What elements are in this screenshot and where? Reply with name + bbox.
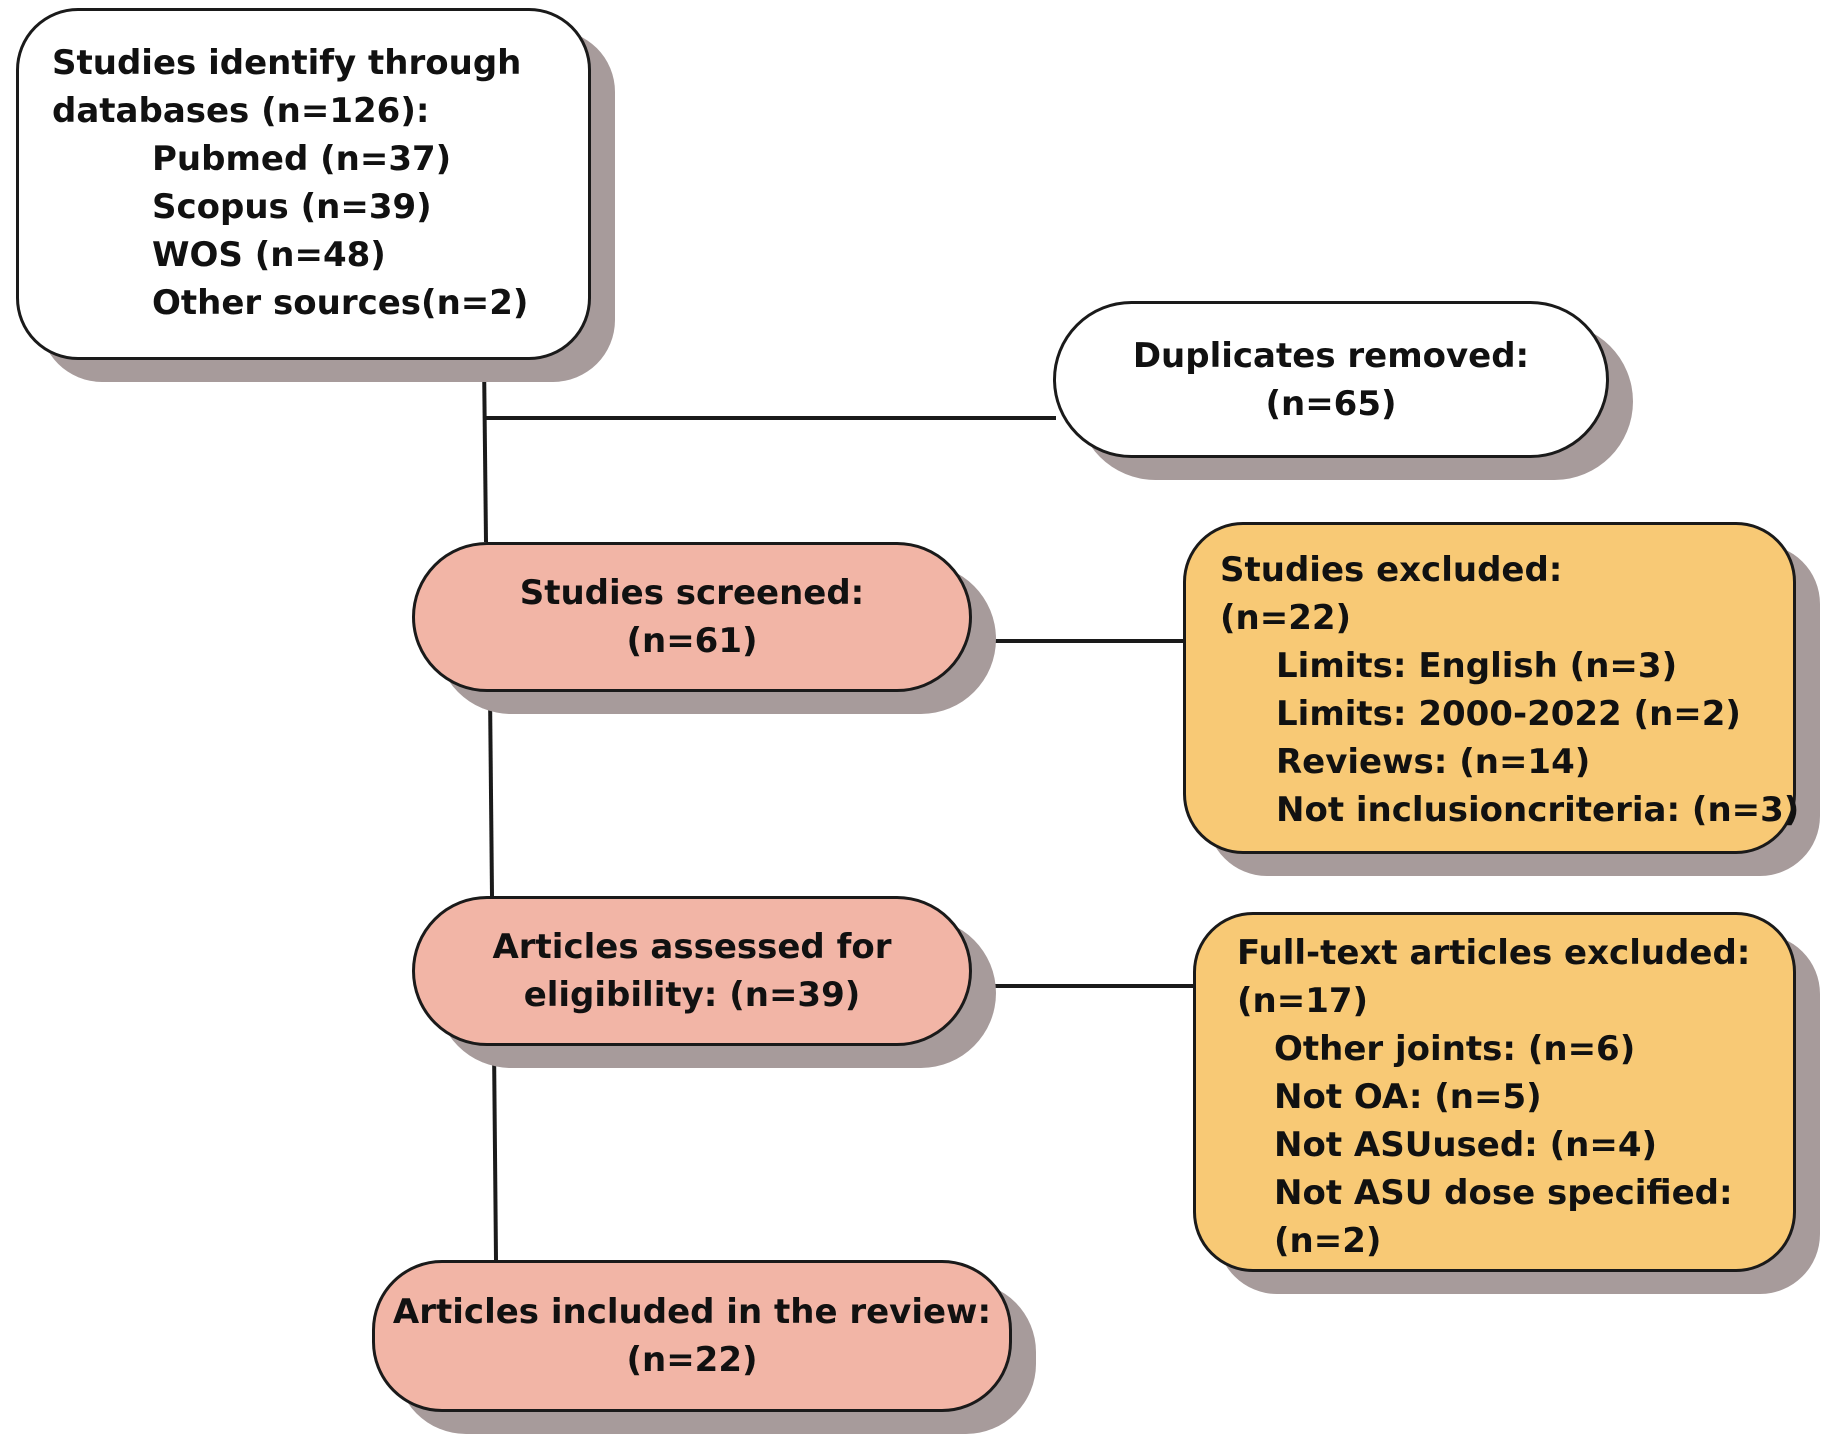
eligibility-title-line1: Articles assessed for — [492, 927, 892, 967]
identification-title-line1: Studies identify through — [52, 43, 522, 83]
fulltext-exclusion-reason: Other joints: (n=6) — [1274, 1029, 1636, 1069]
included-title: Articles included in the review: — [392, 1292, 992, 1332]
studies-excluded-title: Studies excluded: — [1220, 550, 1563, 590]
connector-screened-to-eligibility — [488, 691, 494, 897]
included-box: Articles included in the review: (n=22) — [372, 1260, 1012, 1412]
fulltext-excluded-box: Full-text articles excluded: (n=17) Othe… — [1193, 912, 1796, 1272]
studies-excluded-box: Studies excluded: (n=22) Limits: English… — [1183, 522, 1800, 854]
included-count: (n=22) — [626, 1340, 758, 1380]
source-item: Other sources(n=2) — [152, 283, 529, 323]
exclusion-reason: Limits: English (n=3) — [1276, 646, 1678, 686]
fulltext-exclusion-reason: Not ASU dose specified: — [1274, 1173, 1733, 1213]
exclusion-reason: Reviews: (n=14) — [1276, 742, 1591, 782]
exclusion-reason: Not inclusioncriteria: (n=3) — [1276, 790, 1800, 830]
screened-title: Studies screened: — [519, 573, 865, 613]
screened-count: (n=61) — [626, 621, 758, 661]
source-item: Scopus (n=39) — [152, 187, 432, 227]
eligibility-title-line2: eligibility: (n=39) — [523, 975, 861, 1015]
studies-excluded-count: (n=22) — [1220, 598, 1352, 638]
connector-identification-to-screened — [482, 359, 488, 543]
source-item: WOS (n=48) — [152, 235, 386, 275]
identification-box: Studies identify through databases (n=12… — [16, 8, 591, 360]
eligibility-box: Articles assessed for eligibility: (n=39… — [412, 896, 972, 1046]
source-item: Pubmed (n=37) — [152, 139, 452, 179]
fulltext-excluded-title: Full-text articles excluded: — [1237, 933, 1751, 973]
connector-eligibility-to-included — [492, 1045, 498, 1261]
fulltext-exclusion-reason: Not ASUused: (n=4) — [1274, 1125, 1658, 1165]
fulltext-excluded-count: (n=17) — [1237, 981, 1369, 1021]
duplicates-title: Duplicates removed: — [1132, 335, 1530, 376]
duplicates-box: Duplicates removed: (n=65) — [1053, 301, 1609, 458]
fulltext-exclusion-reason: (n=2) — [1274, 1221, 1382, 1261]
screened-box: Studies screened: (n=61) — [412, 542, 972, 692]
identification-title-line2: databases (n=126): — [52, 91, 430, 131]
duplicates-count: (n=65) — [1265, 383, 1397, 424]
exclusion-reason: Limits: 2000-2022 (n=2) — [1276, 694, 1741, 734]
fulltext-exclusion-reason: Not OA: (n=5) — [1274, 1077, 1542, 1117]
